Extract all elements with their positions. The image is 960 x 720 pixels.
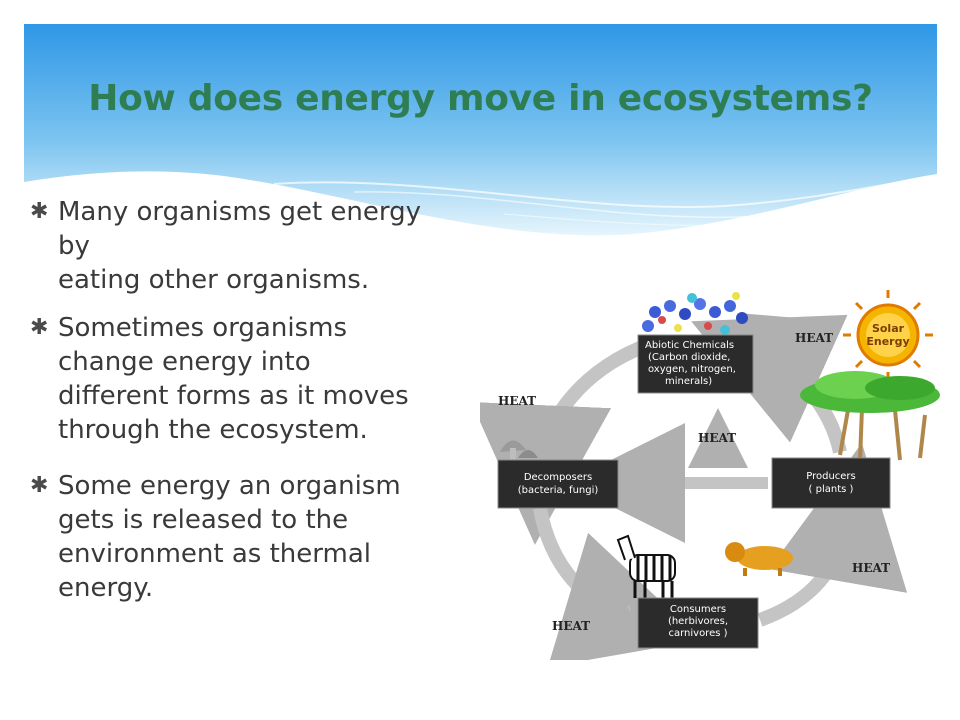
box-label-line: (bacteria, fungi) xyxy=(518,485,599,496)
box-label-line: (Carbon dioxide, xyxy=(648,352,730,363)
producers-box: Producers ( plants ) xyxy=(771,457,891,509)
sun-icon: Solar Energy xyxy=(843,290,933,380)
sun-label-line: Energy xyxy=(866,335,909,348)
box-label-line: Consumers xyxy=(670,604,726,615)
bullet-line: by xyxy=(58,231,90,261)
box-label-line: carnivores ) xyxy=(668,628,727,639)
decomposers-box: Decomposers (bacteria, fungi) xyxy=(497,459,619,509)
bullet-line: gets is released to the xyxy=(58,505,349,535)
box-label-line: Decomposers xyxy=(524,472,592,483)
bullet-line: Many organisms get energy xyxy=(58,197,422,227)
heat-label: HEAT xyxy=(498,394,536,408)
header-banner xyxy=(24,24,937,239)
slide-title: How does energy move in ecosystems? xyxy=(88,78,873,119)
asterisk-bullet-icon: ✱ xyxy=(30,315,49,340)
bullet-line: energy. xyxy=(58,573,154,603)
bullet-line: change energy into xyxy=(58,347,311,377)
box-label-line: minerals) xyxy=(665,376,712,387)
bullet-item: ✱ Many organisms get energy by eating ot… xyxy=(30,195,500,297)
abiotic-chemicals-box: Abiotic Chemicals (Carbon dioxide, oxyge… xyxy=(637,334,754,394)
heat-label: HEAT xyxy=(552,619,590,633)
box-label-line: oxygen, nitrogen, xyxy=(648,364,736,375)
box-label-line: Producers xyxy=(806,471,856,482)
bullet-line: environment as thermal xyxy=(58,539,371,569)
bullet-item: ✱ Some energy an organism gets is releas… xyxy=(30,469,500,605)
bullet-line: Some energy an organism xyxy=(58,471,401,501)
energy-cycle-diagram: Solar Energy Abiotic Chemicals (Carbon d… xyxy=(480,290,940,660)
mushroom-icon xyxy=(500,440,538,462)
asterisk-bullet-icon: ✱ xyxy=(30,199,49,224)
box-label-line: ( plants ) xyxy=(809,484,854,495)
bullet-list: ✱ Many organisms get energy by eating ot… xyxy=(30,195,500,605)
heat-arrows xyxy=(504,313,885,637)
sun-label-line: Solar xyxy=(872,322,905,335)
heat-label: HEAT xyxy=(795,331,833,345)
molecule-cluster-icon xyxy=(642,292,748,335)
asterisk-bullet-icon: ✱ xyxy=(30,473,49,498)
bullet-line: Sometimes organisms xyxy=(58,313,347,343)
bullet-line: eating other organisms. xyxy=(58,265,370,295)
zebra-icon xyxy=(616,534,676,598)
box-label-line: Abiotic Chemicals xyxy=(645,340,734,351)
lion-icon xyxy=(725,542,793,576)
bullet-item: ✱ Sometimes organisms change energy into… xyxy=(30,311,500,447)
heat-label: HEAT xyxy=(698,431,736,445)
heat-label: HEAT xyxy=(852,561,890,575)
box-label-line: (herbivores, xyxy=(668,616,728,627)
trees-icon xyxy=(800,371,940,461)
consumers-box: Consumers (herbivores, carnivores ) xyxy=(637,597,759,649)
bullet-line: different forms as it moves xyxy=(58,381,409,411)
bullet-line: through the ecosystem. xyxy=(58,415,368,445)
